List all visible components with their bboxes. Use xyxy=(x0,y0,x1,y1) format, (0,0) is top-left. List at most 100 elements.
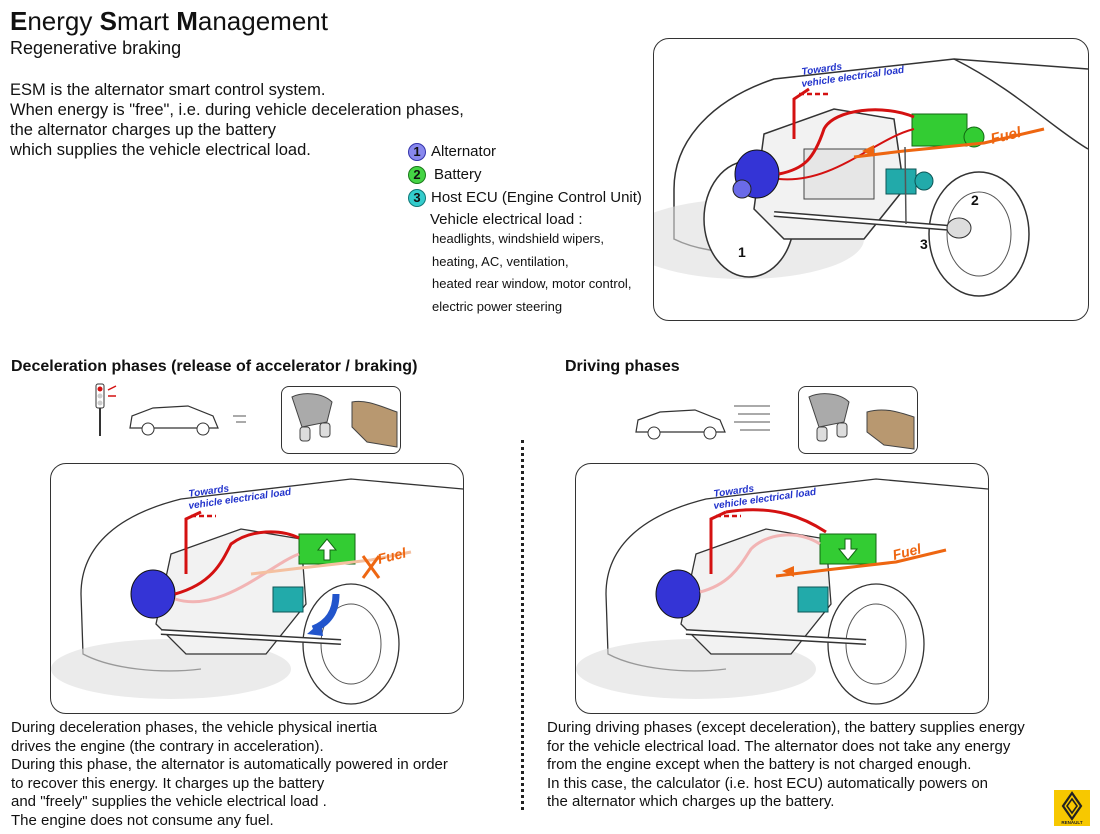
deceleration-line: drives the engine (the contrary in accel… xyxy=(11,737,324,755)
alternator-part xyxy=(130,569,176,619)
decelerating-car-icon xyxy=(95,383,246,436)
marker-1-label: 1 xyxy=(738,244,746,260)
faded-power-line xyxy=(174,552,300,604)
deceleration-diagram-panel: Towards vehicle electrical load Fuel xyxy=(50,463,464,714)
title-word-smart: mart xyxy=(116,6,177,36)
accelerator-pedal-panel xyxy=(798,386,918,454)
rim-outline xyxy=(946,191,1012,277)
legend-item-alternator: 1 Alternator xyxy=(408,140,642,163)
renault-logo: RENAULT xyxy=(1054,790,1090,826)
power-line-to-load xyxy=(709,510,727,574)
driving-heading: Driving phases xyxy=(565,358,680,375)
legend-label: Battery xyxy=(434,166,482,183)
ecu-connector xyxy=(914,171,934,191)
driving-diagram-panel: Towards vehicle electrical load Fuel xyxy=(575,463,989,714)
title-word-management: anagement xyxy=(197,6,328,36)
brake-pedal-panel xyxy=(281,386,401,454)
pedal-linkage xyxy=(291,393,333,428)
legend-label: Alternator xyxy=(431,143,497,160)
power-line-from-battery xyxy=(725,508,827,534)
ecu-bracket xyxy=(904,146,907,225)
fuel-line xyxy=(775,548,947,578)
component-legend: 1 Alternator 2 Battery 3 Host ECU (Engin… xyxy=(408,140,642,318)
deceleration-line: The engine does not consume any fuel. xyxy=(11,811,274,829)
drive-shaft-highlight xyxy=(773,212,965,231)
electrical-load-title: Vehicle electrical load : xyxy=(430,211,583,228)
deceleration-line: to recover this energy. It charges up th… xyxy=(11,774,325,792)
title-initial-s: S xyxy=(99,6,117,36)
driving-line: for the vehicle electrical load. The alt… xyxy=(547,737,1011,755)
intro-line: When energy is "free", i.e. during vehic… xyxy=(10,101,464,119)
faded-fuel-line xyxy=(250,550,412,576)
charging-up-arrow-icon xyxy=(316,538,338,561)
fuel-label: Fuel xyxy=(891,540,924,563)
intro-line: ESM is the alternator smart control syst… xyxy=(10,81,326,99)
windshield-outline xyxy=(953,58,1089,150)
engine-block xyxy=(680,528,832,655)
alternator-pulley xyxy=(732,179,752,199)
deceleration-description: During deceleration phases, the vehicle … xyxy=(11,719,448,830)
intro-text: ESM is the alternator smart control syst… xyxy=(10,80,464,160)
engine-overview-illustration: Towards vehicle electrical load Fuel 1 2… xyxy=(624,58,1089,297)
car-silhouette xyxy=(129,405,219,429)
deceleration-line: During this phase, the alternator is aut… xyxy=(11,756,448,773)
faded-power-line xyxy=(699,533,821,594)
marker-3-label: 3 xyxy=(920,236,928,252)
shoe-icon xyxy=(866,409,915,450)
pedal-linkage xyxy=(808,393,850,428)
driving-line: During driving phases (except decelerati… xyxy=(547,719,1025,736)
electrical-load-item: electric power steering xyxy=(432,298,563,314)
engine-overview-panel: Towards vehicle electrical load Fuel 1 2… xyxy=(624,38,1089,321)
car-hood-outline xyxy=(80,478,464,595)
deceleration-heading: Deceleration phases (release of accelera… xyxy=(11,358,418,375)
ecu-part xyxy=(797,586,829,613)
deceleration-line: and "freely" supplies the vehicle electr… xyxy=(11,793,327,810)
deceleration-line: During deceleration phases, the vehicle … xyxy=(11,719,378,736)
fuel-label: Fuel xyxy=(989,124,1024,148)
power-line-to-battery xyxy=(778,108,915,176)
electrical-load-item: headlights, windshield wipers, xyxy=(432,231,604,246)
power-line-return xyxy=(778,128,915,181)
discharging-down-arrow-icon xyxy=(837,538,859,561)
number-badge-1: 1 xyxy=(408,142,426,161)
intro-line: which supplies the vehicle electrical lo… xyxy=(10,141,311,159)
driving-line: from the engine except when the battery … xyxy=(547,756,972,773)
title-initial-m: M xyxy=(176,6,198,36)
axle-hub xyxy=(946,217,972,239)
shoe-icon xyxy=(351,400,398,448)
number-badge-3: 3 xyxy=(408,188,426,207)
car-hood-outline xyxy=(673,58,1089,190)
ecu-part xyxy=(885,168,917,195)
logo-wordmark: RENAULT xyxy=(1061,820,1082,825)
foot-on-accelerator-icon xyxy=(808,393,915,450)
driving-line: In this case, the calculator (i.e. host … xyxy=(547,774,989,792)
electrical-load-item: heating, AC, ventilation, xyxy=(432,253,569,269)
fuel-line xyxy=(853,127,1045,159)
driving-car-icon xyxy=(635,405,770,440)
driving-description: During driving phases (except decelerati… xyxy=(547,719,1025,812)
renault-diamond-icon: RENAULT xyxy=(1061,791,1083,825)
battery-part xyxy=(911,113,968,147)
fuel-arrowhead xyxy=(862,145,874,157)
section-divider xyxy=(521,440,524,810)
fuel-arrowhead xyxy=(782,566,794,577)
deceleration-engine-illustration: Towards vehicle electrical load Fuel xyxy=(51,478,464,705)
power-line-to-battery xyxy=(174,530,300,596)
alternator-part xyxy=(655,569,701,619)
legend-item-battery: 2 Battery xyxy=(408,163,642,186)
intro-line: the alternator charges up the battery xyxy=(10,121,276,139)
page-subtitle: Regenerative braking xyxy=(10,38,182,58)
number-badge-2: 2 xyxy=(408,165,426,184)
foot-on-brake-icon xyxy=(291,393,398,448)
car-hood-outline xyxy=(605,478,989,595)
rim-outline xyxy=(320,603,382,685)
power-line-to-load xyxy=(184,510,202,574)
title-word-energy: nergy xyxy=(27,6,100,36)
marker-2-label: 2 xyxy=(971,192,979,208)
power-line-to-load xyxy=(792,87,810,139)
title-initial-e: E xyxy=(10,6,28,36)
legend-item-ecu: 3 Host ECU (Engine Control Unit) xyxy=(408,186,642,209)
fuel-label: Fuel xyxy=(376,544,409,567)
page-title: Energy Smart Management xyxy=(10,6,328,36)
rim-outline xyxy=(845,603,907,685)
